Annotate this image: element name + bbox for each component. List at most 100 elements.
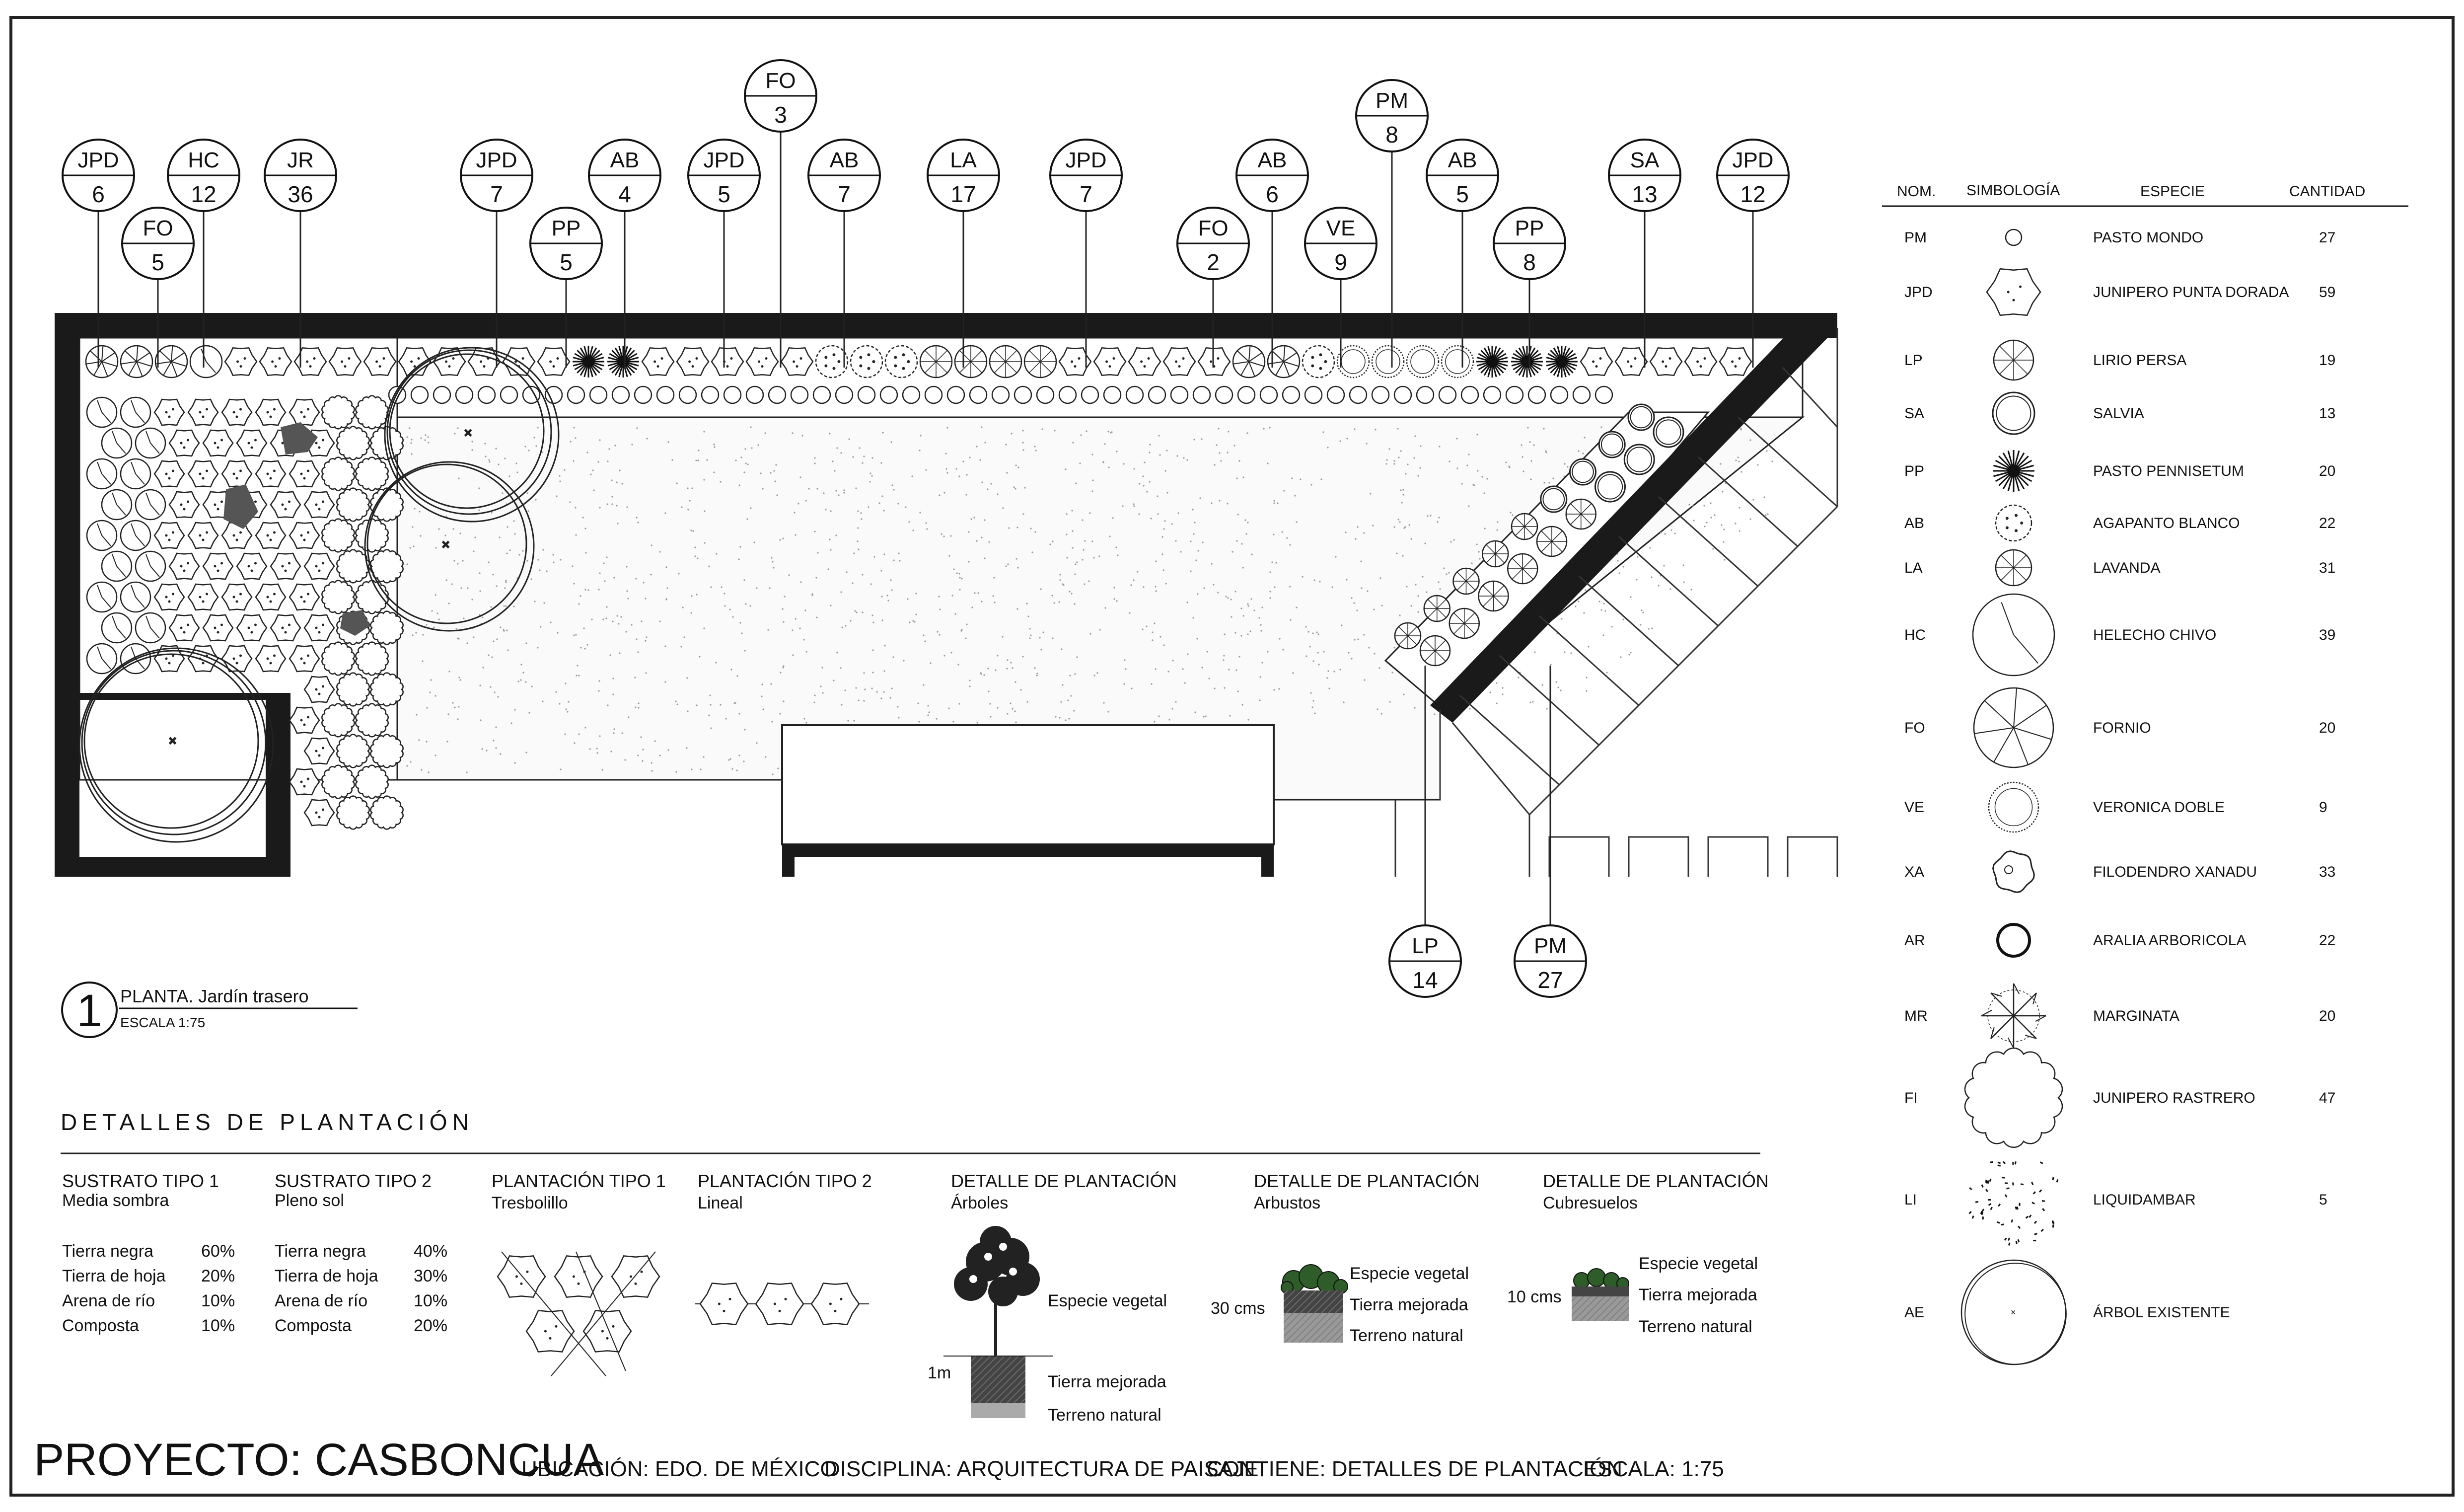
plant-tag: AB7	[807, 139, 881, 368]
lineal-diagram	[695, 1283, 869, 1325]
small-circle-icon	[701, 385, 720, 404]
project-discipline: DISCIPLINA: ARQUITECTURA DE PAISAJE	[824, 1457, 1259, 1481]
fern-circle-icon	[135, 489, 166, 521]
stairs	[1394, 328, 1838, 877]
cloud-outline-icon	[321, 580, 355, 614]
arbustos-depth: 30 cms	[1211, 1299, 1265, 1318]
wall-planter-right	[266, 698, 290, 877]
bushy-shrub-icon	[289, 583, 320, 611]
bushy-shrub-icon	[168, 491, 200, 519]
small-circle-icon	[678, 385, 697, 404]
groundcover-section-diagram	[1572, 1268, 1629, 1321]
legend-nom: AB	[1904, 515, 1924, 531]
small-circle-icon	[812, 385, 831, 404]
legend-header-species: ESPECIE	[2140, 183, 2205, 200]
small-circle-icon	[768, 385, 787, 404]
cubresuelos-label-natural: Terreno natural	[1639, 1317, 1752, 1336]
cloud-outline-icon	[370, 610, 404, 645]
bushy-shrub-icon	[1197, 347, 1231, 377]
bushy-shrub-icon	[270, 614, 301, 642]
star-asterisk-icon	[1981, 983, 2046, 1049]
small-circle-icon	[1282, 385, 1301, 404]
cloud-outline-icon	[355, 456, 389, 491]
bushy-shrub-icon	[303, 737, 335, 765]
spoked-circle-icon	[1995, 549, 2032, 587]
wall-planter-bottom	[55, 857, 290, 877]
dotted-canopy-icon	[1968, 1161, 2059, 1246]
small-circle-icon	[1550, 385, 1569, 404]
legend-qty: 27	[2319, 229, 2335, 246]
project-name: PROYECTO: CASBONCUA	[34, 1435, 604, 1485]
legend-species: ARALIA ARBORICOLA	[2093, 932, 2246, 949]
sustrato1-row-pct: 20%	[201, 1267, 235, 1285]
plant-tag-qty: 3	[774, 102, 787, 128]
small-circle-icon	[1148, 385, 1166, 404]
scalloped-circle-icon	[1371, 345, 1405, 378]
sustrato2-title: SUSTRATO TIPO 2	[275, 1171, 432, 1191]
small-circle-icon	[500, 385, 518, 404]
bushy-shrub-icon	[525, 1310, 575, 1353]
plan-title-block: 1 PLANTA. Jardín trasero ESCALA 1:75	[61, 982, 358, 1038]
legend-species: SALVIA	[2093, 405, 2144, 422]
sustrato2-row-name: Tierra negra	[275, 1242, 366, 1261]
plant-tag-qty: 5	[151, 249, 164, 275]
bushy-shrub-icon	[255, 460, 287, 488]
bushy-shrub-icon	[303, 676, 335, 703]
cloud-outline-icon	[355, 764, 389, 799]
sustrato1-row-pct: 60%	[201, 1242, 235, 1261]
bushy-shrub-icon	[745, 347, 779, 377]
legend-nom: VE	[1904, 799, 1924, 816]
small-circle-icon	[902, 385, 921, 404]
plant-tag-code: PM	[1376, 88, 1408, 113]
bushy-shrub-icon	[289, 522, 320, 549]
plant-tag-qty: 8	[1385, 122, 1398, 148]
spoked-circle-icon	[1423, 595, 1450, 622]
double-circle-icon	[1594, 471, 1626, 503]
fern-circle-icon	[135, 427, 166, 459]
bushy-shrub-icon	[187, 583, 219, 611]
plant-tag-qty: 12	[1740, 181, 1765, 207]
arbustos-label-mejorada: Tierra mejorada	[1350, 1295, 1468, 1314]
stone-icon	[281, 422, 318, 454]
wall-diagonal	[1430, 313, 1837, 723]
radial-tree-icon	[1973, 687, 2054, 768]
plant-tag: FO2	[1176, 207, 1250, 368]
legend-nom: HC	[1904, 627, 1926, 643]
plant-tag: PP8	[1493, 207, 1566, 368]
title-block: PROYECTO: CASBONCUA UBICACIÓN: EDO. DE M…	[34, 1435, 1724, 1485]
arboles-title: DETALLE DE PLANTACIÓN	[951, 1171, 1177, 1191]
bushy-shrub-icon	[582, 1310, 632, 1353]
fern-circle-icon	[189, 345, 223, 378]
small-circle-icon	[477, 385, 496, 404]
shrub-section-diagram	[1281, 1264, 1348, 1343]
plant-tag-code: JPD	[703, 148, 744, 172]
bushy-shrub-icon	[699, 1283, 749, 1325]
starburst-icon	[1546, 346, 1578, 378]
sustrato2-row-name: Tierra de hoja	[275, 1267, 378, 1285]
plant-tag-code: AB	[610, 148, 640, 172]
plant-tag: VE9	[1304, 207, 1377, 368]
bushy-shrub-icon	[259, 347, 292, 377]
bushy-shrub-icon	[187, 398, 219, 426]
legend-species: PASTO PENNISETUM	[2093, 463, 2244, 479]
svg-text:×: ×	[169, 733, 176, 748]
legend-nom: PP	[1904, 463, 1924, 479]
plant-tag-code: PM	[1534, 934, 1567, 958]
scalloped-circle-icon	[1441, 345, 1474, 378]
double-circle-icon	[1653, 416, 1684, 448]
plant-tag-code: FO	[765, 69, 796, 93]
small-circle-icon	[1125, 385, 1144, 404]
small-circle-icon	[2005, 228, 2023, 246]
bushy-shrub-icon	[270, 491, 301, 519]
spoked-circle-icon	[1394, 622, 1422, 650]
plant-tag-code: JPD	[1065, 148, 1106, 172]
bushy-shrub-icon	[153, 522, 185, 549]
starburst-icon	[607, 346, 639, 378]
legend-qty: 39	[2319, 627, 2335, 643]
arbustos-label-vegetal: Especie vegetal	[1350, 1264, 1469, 1283]
plan-title: PLANTA. Jardín trasero	[120, 986, 308, 1006]
